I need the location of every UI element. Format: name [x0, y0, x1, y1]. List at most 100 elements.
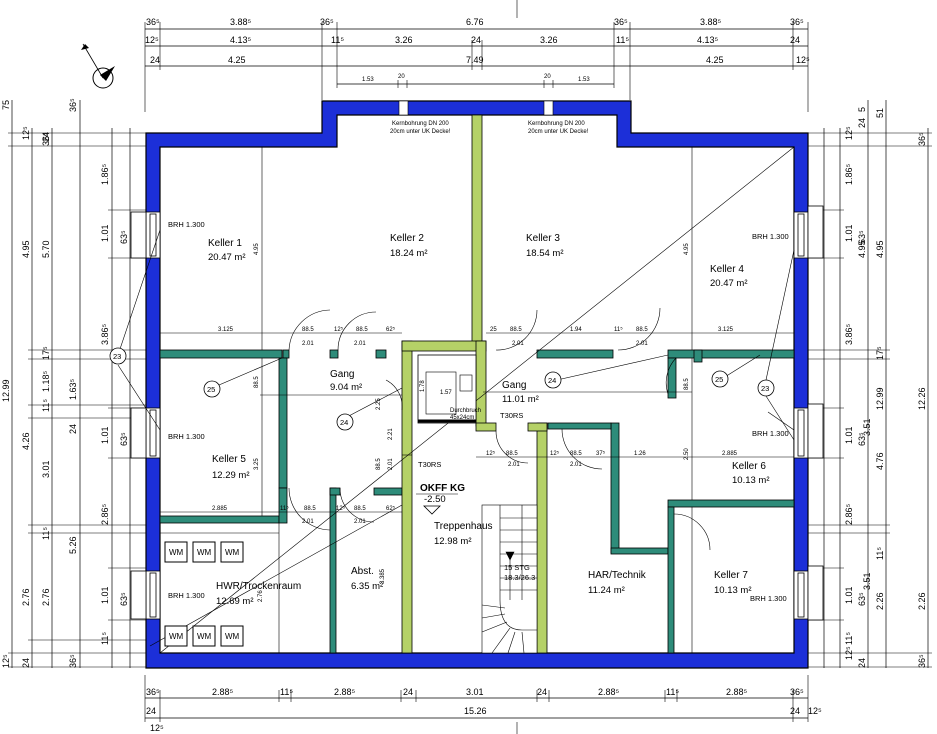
- wm-label-2: WM: [197, 548, 212, 557]
- dim-top2-1: 12⁵: [145, 35, 159, 45]
- dim-left-17: 24: [68, 424, 78, 434]
- dim-right-26: 11⁵: [844, 632, 854, 645]
- dim-left-7: 1.01: [100, 224, 110, 242]
- dim-right-27: 12⁵: [844, 646, 854, 660]
- dim-bot-7: 24: [537, 687, 547, 697]
- dim-right-24: 3.51: [862, 572, 872, 590]
- t30rs-right: T30RS: [500, 411, 523, 420]
- room-keller7-name: Keller 7: [714, 570, 748, 581]
- room-keller4-inner: 4.95: [684, 243, 690, 255]
- int-dim-35: 88.5: [376, 458, 382, 470]
- room-keller6-name: Keller 6: [732, 461, 766, 472]
- dim-bot-8: 2.88⁵: [598, 687, 620, 697]
- room-keller1-inner: 4.95: [254, 243, 260, 255]
- internal-dimensions: 3.125 88.5 12⁵ 88.5 62⁵ 2.01 2.01 25 88.…: [160, 326, 794, 525]
- dim-right-6: 1.86⁵: [844, 163, 854, 185]
- room-gang2-area: 11.01 m²: [502, 394, 539, 405]
- dim-top-6: 3.88⁵: [700, 17, 722, 27]
- staircase: [481, 504, 538, 654]
- kernbohrung-1-line2: 20cm unter UK Decke!: [390, 129, 451, 135]
- dim-right-13: 12.99: [875, 387, 885, 410]
- dim-top3-4: 4.25: [706, 55, 724, 65]
- int-dim-32: 2.01: [570, 462, 582, 468]
- washing-machines: WM WM WM WM WM WM: [164, 541, 244, 647]
- int-dim-25: 88.5: [506, 451, 518, 457]
- marker-23-right: 23: [761, 384, 769, 393]
- dim-left-28: 2.76: [41, 588, 51, 606]
- int-dim-16: 2.885: [212, 506, 228, 512]
- marker-24-right: 24: [548, 376, 556, 385]
- exterior-walls: [145, 100, 809, 669]
- marker-23-left: 23: [113, 352, 121, 361]
- dim-top-1: 36⁵: [146, 17, 160, 27]
- thin-partitions: [160, 147, 693, 653]
- dim-top-3: 36⁵: [320, 17, 334, 27]
- dim-left-32: 36⁵: [68, 654, 78, 668]
- room-keller6-area: 10.13 m²: [732, 475, 770, 486]
- room-hwr-inner: 2.76: [258, 590, 264, 602]
- int-dim-36: 2.01: [388, 458, 394, 470]
- room-keller3-area: 18.54 m²: [526, 248, 564, 259]
- dim-small-1: 1.53: [362, 77, 374, 83]
- stairs-ratio: 18.3/26.3: [504, 573, 535, 582]
- kernbohrung-notes: Kernbohrung DN 200 20cm unter UK Decke! …: [390, 121, 589, 135]
- dim-top-4: 6.76: [466, 17, 484, 27]
- right-dimensions: 5 51 24 36⁵ 12⁵ 1.86⁵ 1.01 63⁵ 4.95 4.95…: [808, 100, 932, 668]
- dim-bot-5: 24: [403, 687, 413, 697]
- dim-bot2-4: 12⁵: [150, 723, 164, 733]
- dim-top2-9: 24: [790, 35, 800, 45]
- int-dim-5: 62⁵: [386, 326, 396, 333]
- dim-left-9: 4.95: [21, 240, 31, 258]
- dim-small-4: 1.53: [578, 77, 590, 83]
- dim-right-2: 51: [875, 108, 885, 118]
- dim-left-21: 3.01: [41, 460, 51, 478]
- int-dim-17: 11⁵: [280, 505, 289, 512]
- wm-label-3: WM: [225, 548, 240, 557]
- bottom-dimensions: 36⁵ 2.88⁵ 11⁵ 2.88⁵ 24 3.01 24 2.88⁵ 11⁵…: [144, 675, 822, 734]
- room-keller2-area: 18.24 m²: [390, 248, 428, 259]
- dim-left-18: 4.26: [21, 432, 31, 450]
- dim-small-3: 20: [544, 74, 551, 80]
- dim-top-7: 36⁵: [790, 17, 804, 27]
- room-gang1-name: Gang: [330, 369, 354, 380]
- dim-left-20: 63⁵: [119, 432, 129, 446]
- dim-right-7: 1.01: [844, 224, 854, 242]
- dim-right-3: 24: [857, 118, 867, 128]
- int-dim-8: 25: [490, 327, 497, 333]
- room-keller7-brh: BRH 1.300: [750, 594, 787, 603]
- dim-left-12: 17⁵: [41, 346, 51, 360]
- int-dim-13: 3.125: [718, 327, 734, 333]
- shaft: 1.78 1.57 Durchbruch 45x24cm: [417, 354, 481, 424]
- dim-top3-3: 7.49: [466, 55, 484, 65]
- dim-right-16: 63⁵: [857, 432, 867, 446]
- dim-top2-3: 11⁵: [331, 35, 344, 45]
- room-keller5-name: Keller 5: [212, 454, 246, 465]
- dim-left-26: 1.01: [100, 586, 110, 604]
- room-hwr-area: 12.69 m²: [216, 596, 254, 607]
- dim-left-22: 2.86⁵: [100, 503, 110, 525]
- int-dim-7: 2.01: [354, 341, 366, 347]
- dim-bot2-1: 24: [146, 706, 156, 716]
- int-dim-15: 2.01: [636, 341, 648, 347]
- int-dim-20: 88.5: [354, 506, 366, 512]
- wm-label-6: WM: [225, 632, 240, 641]
- room-hwr-brh: BRH 1.300: [168, 591, 205, 600]
- int-dim-14: 2.01: [512, 341, 524, 347]
- room-keller5-inner: 3.25: [254, 458, 260, 470]
- int-dim-33: 88.5: [254, 376, 260, 388]
- room-keller5-brh: BRH 1.300: [168, 432, 205, 441]
- int-dim-1: 3.125: [218, 327, 234, 333]
- dim-right-1: 5: [857, 107, 867, 112]
- room-keller3-name: Keller 3: [526, 233, 560, 244]
- dim-right-20: 11⁵: [875, 547, 885, 560]
- dim-left-1: 75: [1, 100, 11, 110]
- int-dim-9: 88.5: [510, 327, 522, 333]
- room-hwr-name: HWR/Trockenraum: [216, 581, 301, 592]
- int-dim-11: 11⁵: [614, 326, 623, 333]
- dim-bot-9: 11⁵: [666, 687, 679, 697]
- dim-top2-7: 11⁵: [616, 35, 629, 45]
- room-keller4-area: 20.47 m²: [710, 278, 748, 289]
- shaft-dim-b: 1.57: [440, 390, 452, 396]
- dim-bot2-3: 24: [790, 706, 800, 716]
